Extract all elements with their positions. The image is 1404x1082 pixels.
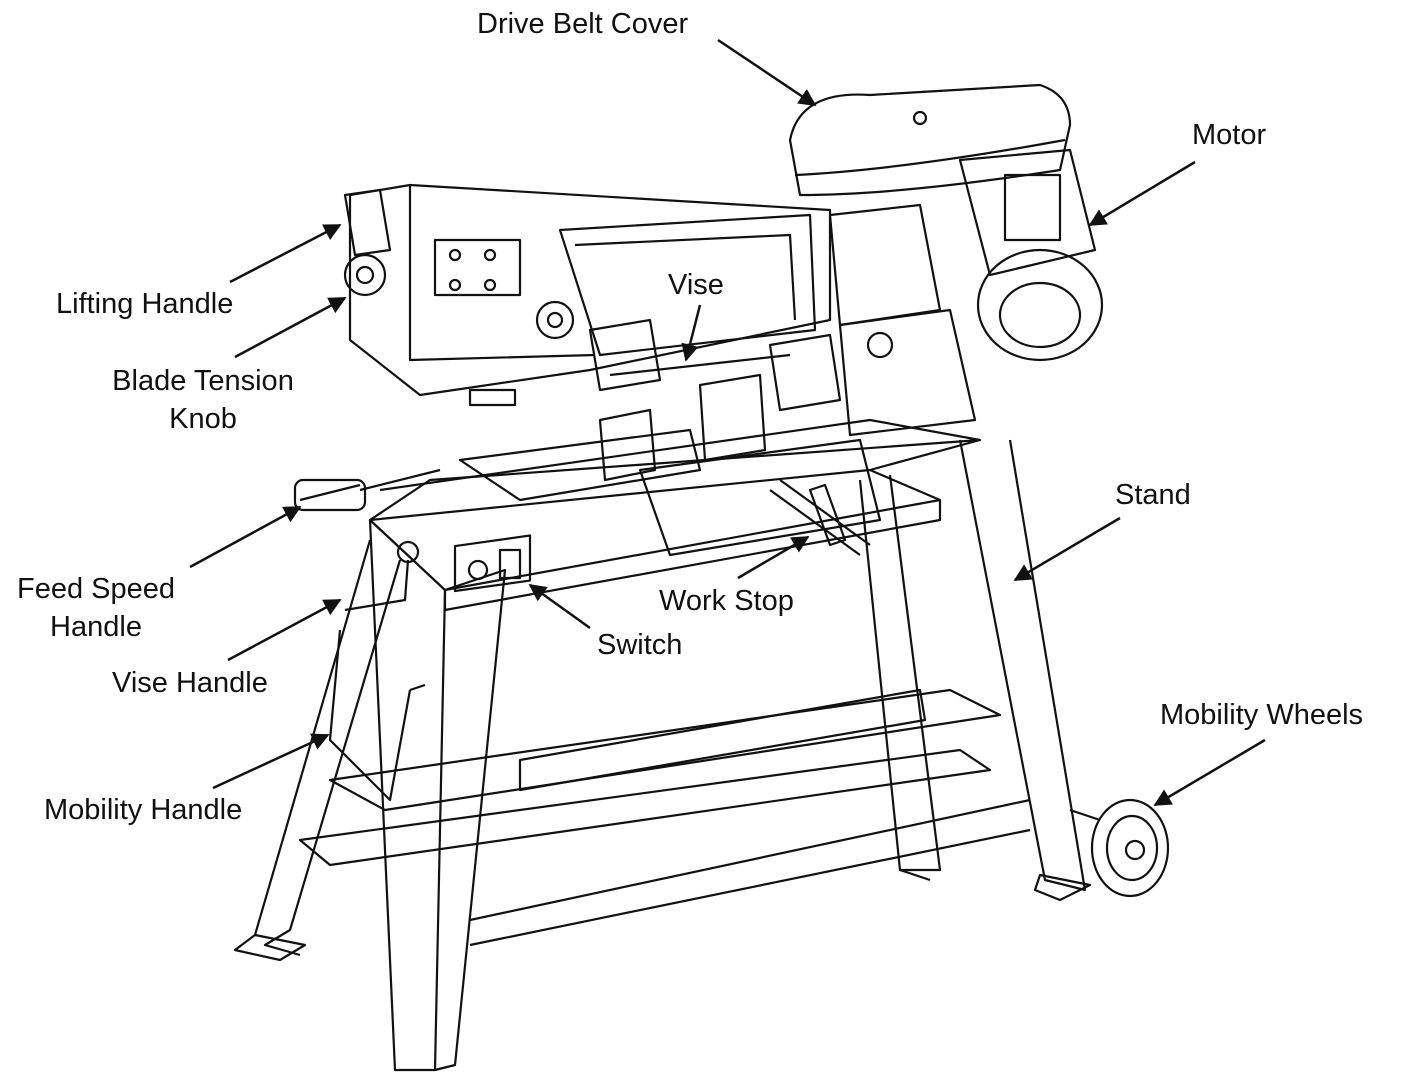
- base-table: [368, 418, 982, 612]
- leader-feed-speed-handle: [189, 505, 302, 569]
- drive-belt-cover: [788, 83, 1072, 197]
- label-feed-speed-handle: Feed Speed Handle: [8, 571, 184, 646]
- label-blade-tension-knob: Blade Tension Knob: [103, 363, 303, 438]
- stand-frame: [233, 439, 1092, 1072]
- label-motor: Motor: [1192, 119, 1267, 151]
- label-blade-tension-knob-line1: Blade Tension: [112, 365, 294, 397]
- vise-handle: [344, 540, 420, 612]
- motor-body: [958, 148, 1104, 362]
- leader-blade-tension-knob: [234, 296, 347, 359]
- leader-lines: [189, 38, 1266, 807]
- work-stop-rod: [769, 479, 871, 556]
- leader-motor: [1088, 160, 1196, 227]
- mobility-wheel: [1069, 798, 1170, 898]
- switch-box: [453, 534, 532, 593]
- label-vise-handle: Vise Handle: [112, 667, 268, 699]
- leader-mobility-wheels: [1153, 738, 1266, 807]
- gearbox: [828, 203, 977, 437]
- vise-assembly: [458, 373, 882, 557]
- leader-drive-belt-cover: [717, 38, 817, 107]
- mobility-handle: [328, 629, 426, 802]
- leader-lifting-handle: [229, 223, 342, 284]
- label-stand: Stand: [1115, 479, 1191, 511]
- leader-work-stop: [737, 535, 810, 580]
- leader-mobility-handle: [212, 733, 330, 790]
- saw-head: [348, 183, 842, 412]
- label-feed-speed-handle-line1: Feed Speed: [16, 573, 175, 605]
- label-feed-speed-handle-line2: Handle: [50, 610, 142, 643]
- label-drive-belt-cover: Drive Belt Cover: [477, 8, 689, 40]
- leader-switch: [528, 583, 591, 630]
- leader-stand: [1013, 516, 1121, 582]
- label-mobility-wheels: Mobility Wheels: [1160, 699, 1364, 731]
- leader-vise: [681, 304, 702, 362]
- lifting-handle-assembly: [343, 188, 575, 340]
- label-work-stop: Work Stop: [659, 585, 794, 617]
- label-vise: Vise: [668, 269, 724, 301]
- label-blade-tension-knob-line2: Knob: [169, 402, 237, 435]
- feed-speed-handle: [293, 468, 441, 512]
- leader-vise-handle: [227, 598, 342, 662]
- label-switch: Switch: [597, 629, 683, 661]
- label-mobility-handle: Mobility Handle: [44, 794, 243, 826]
- label-lifting-handle: Lifting Handle: [56, 288, 234, 320]
